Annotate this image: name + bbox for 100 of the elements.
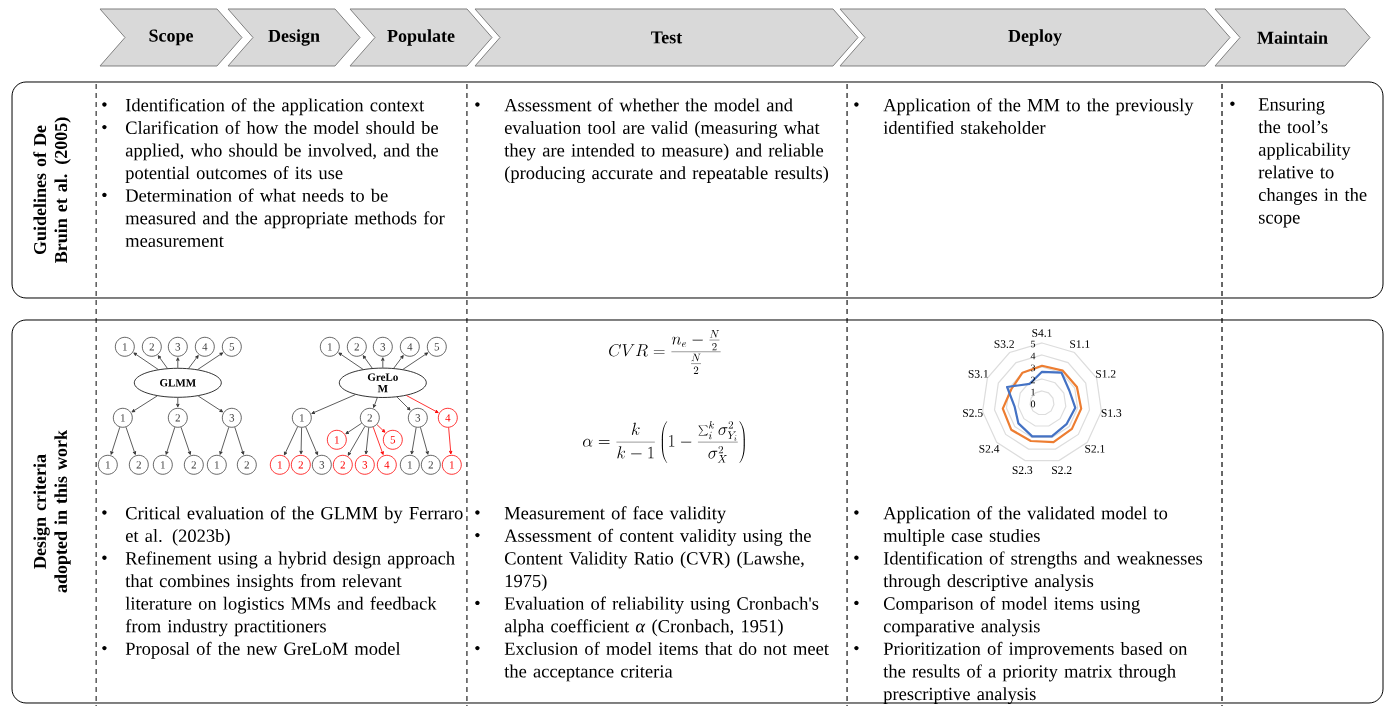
phase-header: Maintain — [1214, 8, 1371, 67]
arrow — [305, 426, 319, 456]
tree-node: 1 — [206, 454, 227, 475]
arrow — [345, 422, 362, 435]
tree-node: 1 — [112, 407, 133, 428]
tree-node: 5 — [426, 336, 447, 357]
tree-node: 1 — [97, 454, 118, 475]
tree-node: 3 — [354, 454, 375, 475]
phase-header: Test — [474, 8, 859, 67]
arrow — [406, 395, 439, 414]
tree-node: 1 — [326, 429, 347, 450]
bullet-point: Identification of the application context — [125, 98, 425, 116]
axis-label: S1.1 — [1070, 340, 1090, 348]
bullet-point: Refinement using a hybrid design approach that combines insights from relevant literature on logistics MMs and feedback from industry practitioners — [125, 551, 455, 637]
phase-header: Deploy — [839, 8, 1231, 67]
bullet-point: Proposal of the new GreLoM model — [125, 641, 401, 659]
tree-node: 1 — [291, 407, 312, 428]
arrow — [299, 427, 303, 455]
arrow — [188, 355, 199, 369]
bullet-point: Evaluation of reliability using Cronbach's alpha coefficient α (Cronbach, 1951) — [504, 596, 819, 637]
phase-header: Design — [227, 8, 361, 67]
arrow — [362, 355, 373, 369]
axis-label: S2.3 — [1012, 466, 1033, 475]
arrow — [396, 396, 411, 411]
axis-label: S3.2 — [994, 340, 1014, 348]
arrow — [176, 357, 180, 369]
bullet-point: Assessment of whether the model and evaluation tool are valid (measuring what they are intended to measure) and reliable (producing accurate and repeatable results) — [504, 98, 829, 183]
arrow — [372, 426, 384, 455]
arrow — [448, 427, 453, 455]
arrow — [376, 424, 386, 433]
row-heading: Design criteria adopted in this work — [33, 430, 71, 593]
axis-label: S1.2 — [1096, 370, 1116, 378]
tree-node: 1 — [441, 454, 462, 475]
tree-node: 5 — [382, 429, 403, 450]
tree-node: 2 — [346, 336, 367, 357]
panel — [11, 319, 1384, 704]
bullet-point: Application of the validated model to multiple case studies — [883, 506, 1168, 546]
tree-node: 5 — [221, 336, 242, 357]
arrow — [393, 355, 404, 369]
tree-node: 3 — [372, 336, 393, 357]
arrow — [347, 426, 366, 456]
tick-label: 4 — [1030, 352, 1036, 360]
tree-node: 2 — [236, 454, 257, 475]
bullet-point: Measurement of face validity — [504, 506, 727, 524]
tree-node: 2 — [420, 454, 441, 475]
arrow — [364, 427, 370, 455]
tree-node: 2 — [359, 407, 380, 428]
arrow — [176, 397, 180, 408]
tick-label: 3 — [1031, 364, 1036, 372]
bullet-point: Assessment of content validity using the Content Validity Ratio (CVR) (Lawshe, 1975) — [504, 528, 811, 591]
axis-label: S2.2 — [1052, 466, 1072, 475]
bullet-point: Determination of what needs to be measured and the appropriate methods for measurement — [125, 188, 445, 247]
bullet-point: Exclusion of model items that do not meet the acceptance criteria — [504, 641, 829, 682]
bullet-point: Comparison of model items using comparative analysis — [883, 596, 1140, 637]
arrow — [402, 352, 429, 370]
arrow — [157, 355, 168, 369]
arrow — [180, 426, 191, 455]
arrow — [110, 426, 121, 455]
tree-node: 2 — [183, 454, 204, 475]
arrow — [165, 426, 176, 455]
tree-node: 3 — [167, 336, 188, 357]
tree-node: 1 — [269, 454, 290, 475]
tree-node: 1 — [114, 336, 135, 357]
arrow — [234, 426, 245, 455]
axis-label: S1.3 — [1101, 409, 1122, 417]
arrow — [219, 426, 230, 455]
phase-header: Populate — [349, 8, 493, 67]
tree-node: 4 — [376, 454, 397, 475]
tree-node: 3 — [407, 407, 428, 428]
tree-node: 2 — [141, 336, 162, 357]
arrow — [381, 357, 385, 369]
arrow — [373, 397, 378, 408]
arrow — [197, 352, 224, 370]
tree-node: 3 — [311, 454, 332, 475]
tree-node: 3 — [221, 407, 242, 428]
arrow — [133, 352, 159, 370]
formula: $\alpha = \frac{k}{k-1}\left(1 - \frac{\sum_{i}^{k} \sigma_{Y_i}^{2}}{\sigma_{X}^{2}}\right)$ — [583, 420, 745, 464]
tree-node: 4 — [399, 336, 420, 357]
arrow — [410, 427, 417, 455]
panel — [11, 81, 1384, 299]
arrow — [131, 395, 158, 413]
bullet-point: Application of the MM to the previously identified stakeholder — [883, 98, 1194, 134]
tick-label: 2 — [1030, 376, 1035, 384]
axis-label: S4.1 — [1032, 329, 1052, 337]
tree-node: 2 — [290, 454, 311, 475]
arrow — [420, 426, 429, 455]
tree-node: 2 — [332, 454, 353, 475]
phase-header: Scope — [99, 8, 243, 67]
axis-label: S2.4 — [979, 444, 1000, 453]
tree-node: 1 — [399, 454, 420, 475]
tree-node: 4 — [437, 407, 458, 428]
tick-label: 0 — [1030, 400, 1036, 408]
tree-node: 4 — [194, 336, 215, 357]
formula: $CVR = \frac{n_e - \frac{N}{2}}{\frac{N}{2}}$ — [609, 330, 721, 374]
axis-label: S2.5 — [963, 409, 983, 417]
tree-node: 2 — [128, 454, 149, 475]
tick-label: 5 — [1031, 340, 1036, 348]
bullet-point: Ensuring the tool’s applicability relative to changes in the scope — [1258, 98, 1367, 228]
row-heading: Guidelines of De Bruin et al. (2005) — [33, 117, 71, 263]
bullet-point: Identification of strengths and weaknesses through descriptive analysis — [883, 551, 1203, 591]
